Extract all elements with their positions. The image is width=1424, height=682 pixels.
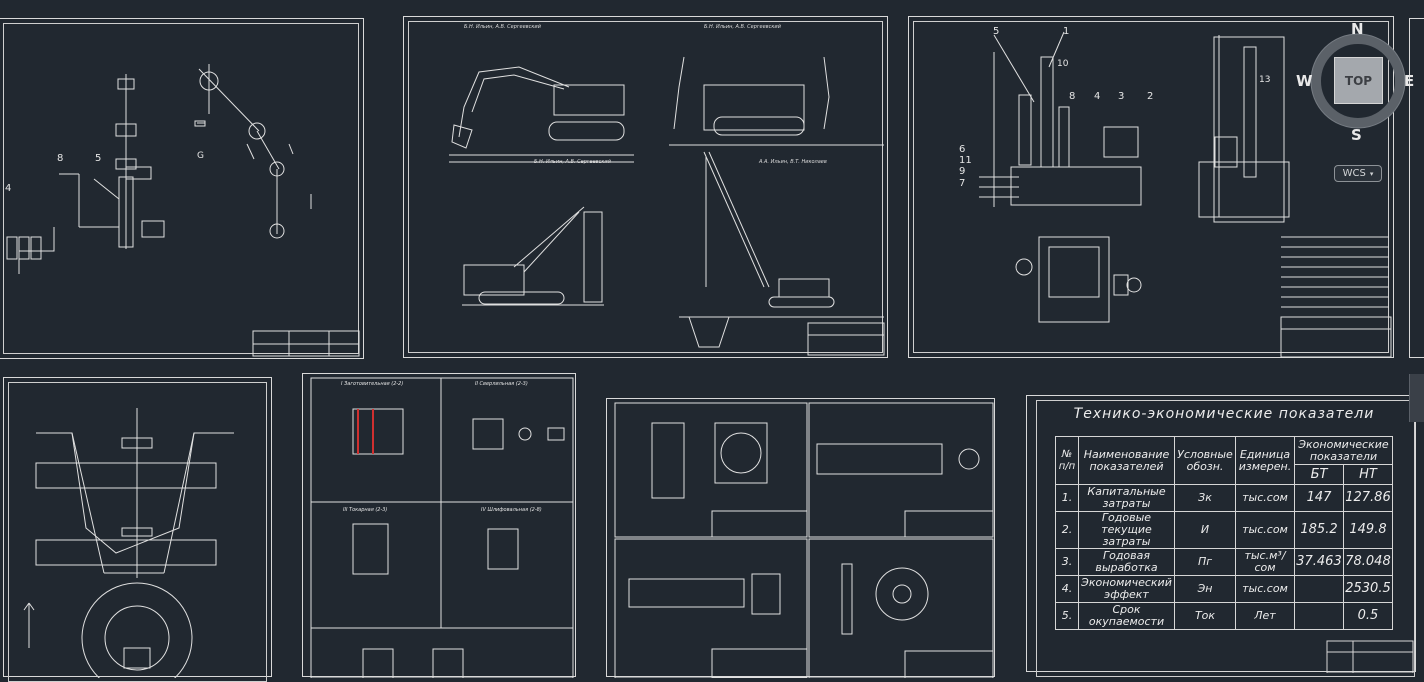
machinery-drawing [449,56,885,356]
compass-west[interactable]: W [1296,72,1313,90]
label-g: G [197,151,204,161]
callout-10: 10 [1057,59,1069,69]
row-num: 2. [1055,511,1079,549]
row-cond: Ток [1174,602,1236,630]
row-bt: 37.463 [1294,548,1344,576]
row-unit: Лет [1235,602,1295,630]
section-drawing [23,408,234,678]
callout-6: 6 [959,144,966,155]
row-nt: 0.5 [1342,602,1394,630]
header-nt: НТ [1342,464,1394,485]
row-cond: Пг [1174,548,1236,576]
row-num: 5. [1055,602,1079,630]
compass-south[interactable]: S [1351,126,1362,144]
tep-table: № п/п Наименование показателей Условные … [1055,436,1394,630]
viewcube-compass-ring[interactable] [1310,24,1406,132]
callout-8: 8 [1069,91,1076,102]
sheet-section[interactable] [3,377,272,682]
row-unit: тыс.м³/сом [1235,548,1295,576]
row-num: 3. [1055,548,1079,576]
parts-drawing [614,402,994,678]
sheet-frame [3,23,359,354]
row-num: 4. [1055,575,1079,603]
header-cond: Условные обозн. [1174,436,1236,485]
row-nt: 149.8 [1342,511,1394,549]
callout-9: 9 [959,166,966,177]
caption-2: Б.Н. Ильин, А.В. Сергеевский [704,24,781,30]
header-econ: Экономические показатели [1294,436,1393,465]
header-name: Наименование показателей [1078,436,1175,485]
label-8: 8 [57,153,64,164]
label-5: 5 [95,153,102,164]
wcs-menu-button[interactable]: WCS▾ [1334,165,1382,182]
caption-1: Б.Н. Ильин, А.В. Сергеевский [464,24,541,30]
callout-1: 1 [1063,26,1070,37]
row-name: Годовая выработка [1078,548,1175,576]
row-bt [1294,602,1344,630]
sheet-frame [913,21,1389,353]
op-cell-4-label: IV Шлифовальная (2-8) [481,507,542,513]
wcs-label: WCS [1342,168,1366,179]
table-row: 4. Экономический эффект Эн тыс.сом 2530.… [1055,575,1394,603]
callout-13: 13 [1259,75,1271,85]
op-cell-2-label: II Сверлильная (2-3) [475,381,528,387]
row-unit: тыс.сом [1235,484,1295,512]
row-bt [1294,575,1344,603]
callout-3: 3 [1118,91,1125,102]
row-cond: Эн [1174,575,1236,603]
viewcube-top-face[interactable]: TOP [1334,57,1383,104]
table-header-row: № п/п Наименование показателей Условные … [1055,436,1393,485]
row-bt: 147 [1294,484,1344,512]
kinematic-scheme-drawing [6,64,360,357]
row-name: Годовые текущие затраты [1078,511,1175,549]
row-unit: тыс.сом [1235,511,1295,549]
row-nt: 78.048 [1342,548,1394,576]
sheet-kinematic-scheme[interactable]: 8 5 4 G [0,18,364,359]
row-nt: 127.86 [1342,484,1394,512]
sheet-operations[interactable]: I Заготовительная (2-2) II Сверлильная (… [302,373,576,678]
sheet-partial-right[interactable] [1409,18,1424,358]
row-name: Срок окупаемости [1078,602,1175,630]
row-unit: тыс.сом [1235,575,1295,603]
header-num: № п/п [1055,436,1079,485]
row-bt: 185.2 [1294,511,1344,549]
chevron-down-icon: ▾ [1369,169,1374,178]
stamp-block [1326,640,1414,673]
op-cell-1-label: I Заготовительная (2-2) [341,381,404,387]
row-name: Экономический эффект [1078,575,1175,603]
op-cell-3-label: III Токарная (2-3) [343,507,388,513]
sheet-assembly[interactable]: 5 1 10 8 4 3 2 6 11 9 7 13 [908,16,1394,358]
caption-3: Б.Н. Ильин, А.В. Сергеевский [534,159,611,165]
table-row: 1. Капитальные затраты Зк тыс.сом 147 12… [1055,484,1394,512]
callout-5: 5 [993,26,1000,37]
sheet-machinery[interactable]: Б.Н. Ильин, А.В. Сергеевский Б.Н. Ильин,… [403,16,888,358]
sheet-frame [408,21,883,353]
callout-2: 2 [1147,91,1154,102]
row-nt: 2530.5 [1342,575,1394,603]
row-name: Капитальные затраты [1078,484,1175,512]
assembly-drawing [979,31,1392,358]
row-cond: И [1174,511,1236,549]
header-unit: Единица измерен. [1235,436,1295,485]
callout-11: 11 [959,155,972,166]
header-bt: БТ [1294,464,1344,485]
table-row: 5. Срок окупаемости Ток Лет 0.5 [1055,602,1394,630]
compass-east[interactable]: E [1404,72,1415,90]
label-4: 4 [5,183,12,194]
caption-4: А.А. Ильин, В.Т. Николаев [759,159,827,165]
table-row: 2. Годовые текущие затраты И тыс.сом 185… [1055,511,1394,549]
callout-7: 7 [959,178,966,189]
viewcube[interactable]: TOP N S W E [1296,20,1414,144]
row-num: 1. [1055,484,1079,512]
compass-north[interactable]: N [1351,20,1364,38]
row-cond: Зк [1174,484,1236,512]
table-row: 3. Годовая выработка Пг тыс.м³/сом 37.46… [1055,548,1394,576]
callout-4: 4 [1094,91,1101,102]
navigation-bar[interactable] [1409,374,1424,422]
sheet-parts[interactable] [606,398,995,678]
tep-title: Технико-экономические показатели [1073,406,1375,422]
operations-drawing [310,377,574,678]
